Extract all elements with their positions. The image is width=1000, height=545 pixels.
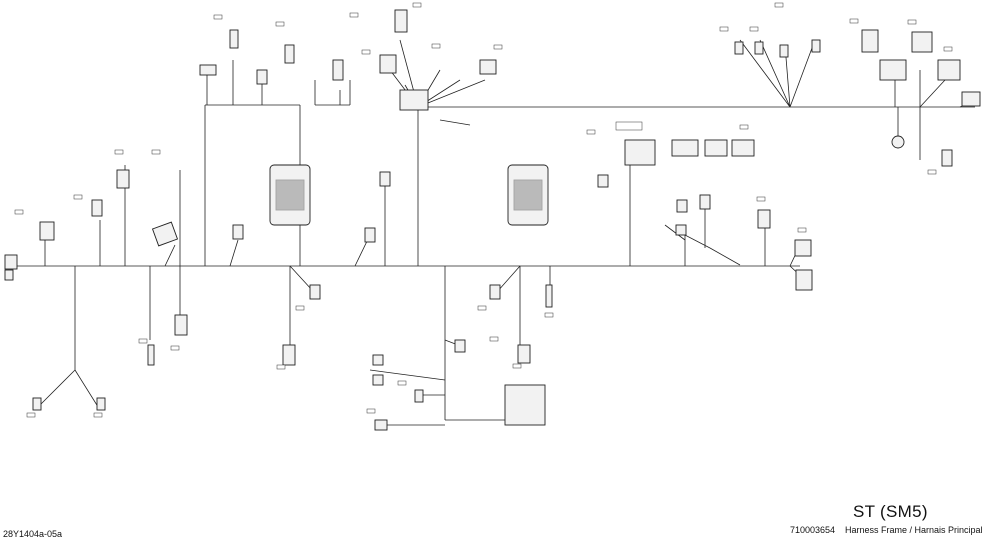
connector-shape xyxy=(199,64,217,76)
callout-tags xyxy=(14,2,953,418)
part-number: 710003654 xyxy=(790,525,836,535)
model-label: ST (SM5) xyxy=(853,502,928,521)
connector-shapes xyxy=(4,9,981,431)
drawing-reference: 28Y1404a-05a xyxy=(3,529,63,539)
harness-title: Harness Frame / Harnais Principal xyxy=(845,525,983,535)
